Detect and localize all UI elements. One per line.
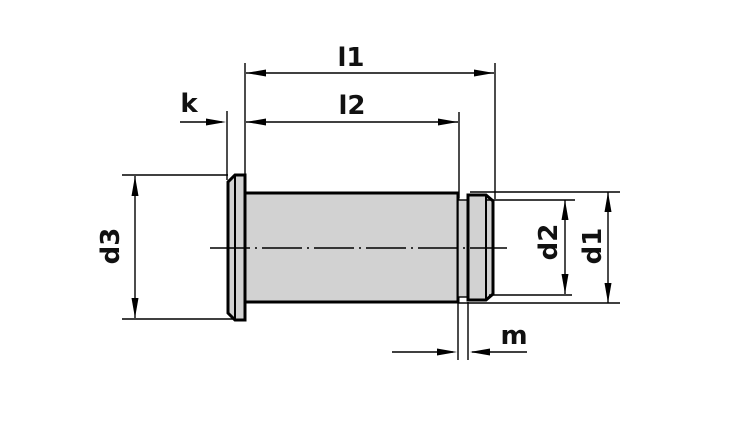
label-d3: d3 [96,227,126,265]
arrow-d1-top [604,192,612,212]
arrow-k [206,118,226,126]
label-k: k [180,89,198,119]
dimension-l2 [246,118,458,126]
label-d2: d2 [534,223,564,261]
label-d1: d1 [578,227,608,265]
arrow-l2-left [246,118,266,126]
arrow-l2-right [438,118,458,126]
label-l1: l1 [337,43,365,73]
dimension-l1 [246,69,494,77]
arrow-l1-right [474,69,494,77]
arrow-m-left [437,348,457,356]
arrow-d3-top [131,176,139,196]
label-l2: l2 [338,91,366,121]
arrow-d1-bottom [604,283,612,303]
dimension-k [180,118,226,126]
dimension-d1 [604,192,612,303]
dimension-d2 [561,200,569,294]
extension-lines [122,63,620,360]
label-m: m [500,321,528,351]
arrow-l1-left [246,69,266,77]
arrow-d3-bottom [131,298,139,318]
arrow-d2-top [561,200,569,220]
dimension-d3 [131,176,139,318]
dimension-m [392,348,527,356]
arrow-d2-bottom [561,274,569,294]
arrow-m-right [470,348,490,356]
